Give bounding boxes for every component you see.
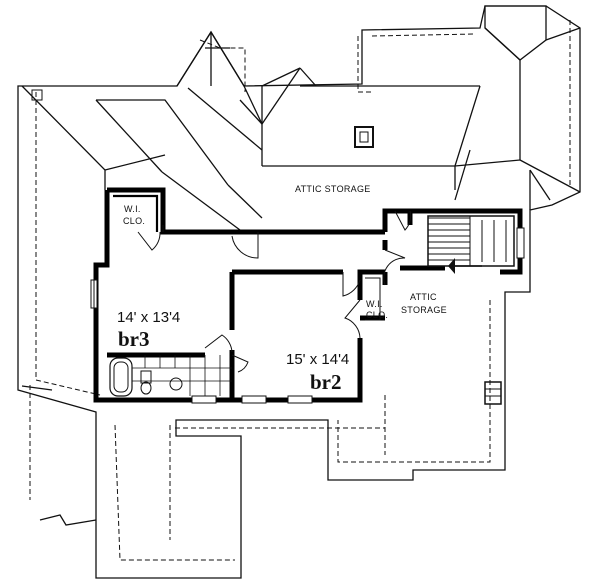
chimney (354, 126, 374, 148)
label-wic-left-2: CLO. (123, 216, 145, 226)
roof-vent (31, 89, 43, 101)
roof-hip-lines (21, 5, 581, 526)
stairs (427, 215, 515, 274)
label-attic-storage-main: ATTIC STORAGE (295, 184, 371, 194)
windows (90, 227, 525, 404)
roof-outline (17, 5, 581, 579)
bathroom (109, 355, 232, 397)
interior-lines (113, 194, 381, 321)
br3-dimensions: 14' x 13'4 (117, 309, 180, 326)
label-wic-left-1: W.I. (124, 204, 141, 214)
label-wic-right-2: CLO. (366, 310, 388, 320)
label-attic-storage-side-2: STORAGE (401, 305, 447, 315)
doors (137, 210, 412, 373)
br3-name: br3 (118, 327, 150, 351)
side-chimney (484, 381, 502, 405)
roof-dashed-lines (29, 20, 571, 561)
walls (93, 187, 523, 403)
br2-dimensions: 15' x 14'4 (286, 351, 349, 368)
label-attic-storage-side-1: ATTIC (410, 292, 437, 302)
br2-name: br2 (310, 370, 342, 394)
label-wic-right-1: W.I. (366, 299, 383, 309)
